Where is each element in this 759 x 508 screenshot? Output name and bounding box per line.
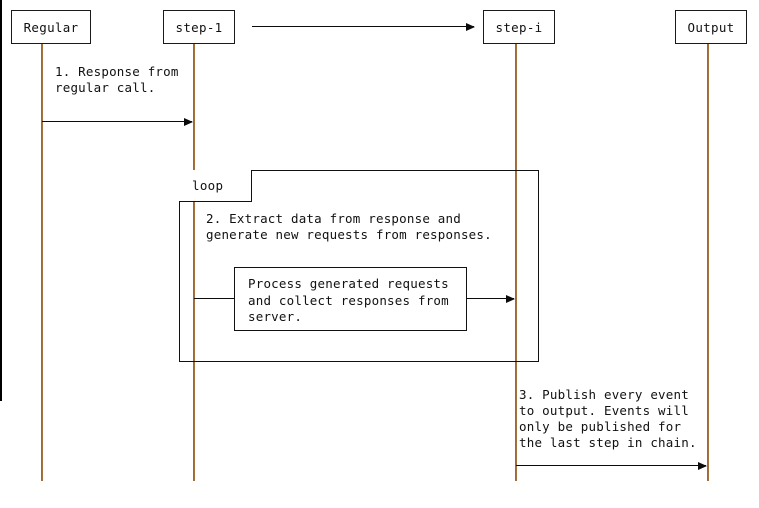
message-arrow-header-connector (252, 22, 475, 31)
message-label-3-line4: the last step in chain. (519, 435, 697, 450)
message-note-2-line1: Process generated requests (248, 276, 449, 291)
message-label-1-line1: 1. Response from (55, 64, 179, 79)
message-arrow-3 (516, 461, 707, 470)
message-label-3-line1: 3. Publish every event (519, 387, 689, 402)
message-label-3-line2: to output. Events will (519, 403, 689, 418)
lifeline-step1 (193, 44, 195, 481)
participant-output[interactable]: Output (675, 10, 747, 44)
fragment-loop-operator: loop (179, 170, 252, 202)
message-arrow-1 (42, 117, 193, 126)
participant-regular-label: Regular (23, 19, 79, 35)
participant-step1[interactable]: step-1 (163, 10, 235, 44)
participant-output-label: Output (687, 19, 735, 35)
lifeline-output (707, 44, 709, 481)
fragment-loop-body-line2: generate new requests from responses. (206, 227, 492, 242)
lifeline-stepi (515, 44, 517, 481)
message-note-2-line2: and collect responses from (248, 292, 449, 308)
fragment-loop-operator-label: loop (192, 178, 224, 193)
participant-step1-label: step-1 (175, 19, 223, 35)
message-label-3-line3: only be published for (519, 419, 682, 434)
participant-regular[interactable]: Regular (11, 10, 91, 44)
page-edge-artifact (0, 0, 2, 401)
fragment-loop (179, 170, 539, 362)
message-note-2-line3: server. (248, 309, 303, 324)
fragment-loop-body-line1: 2. Extract data from response and (206, 211, 461, 226)
participant-stepi-label: step-i (495, 19, 543, 35)
participant-stepi[interactable]: step-i (483, 10, 555, 44)
message-label-1-line2: regular call. (55, 80, 156, 95)
lifeline-regular (41, 44, 43, 481)
